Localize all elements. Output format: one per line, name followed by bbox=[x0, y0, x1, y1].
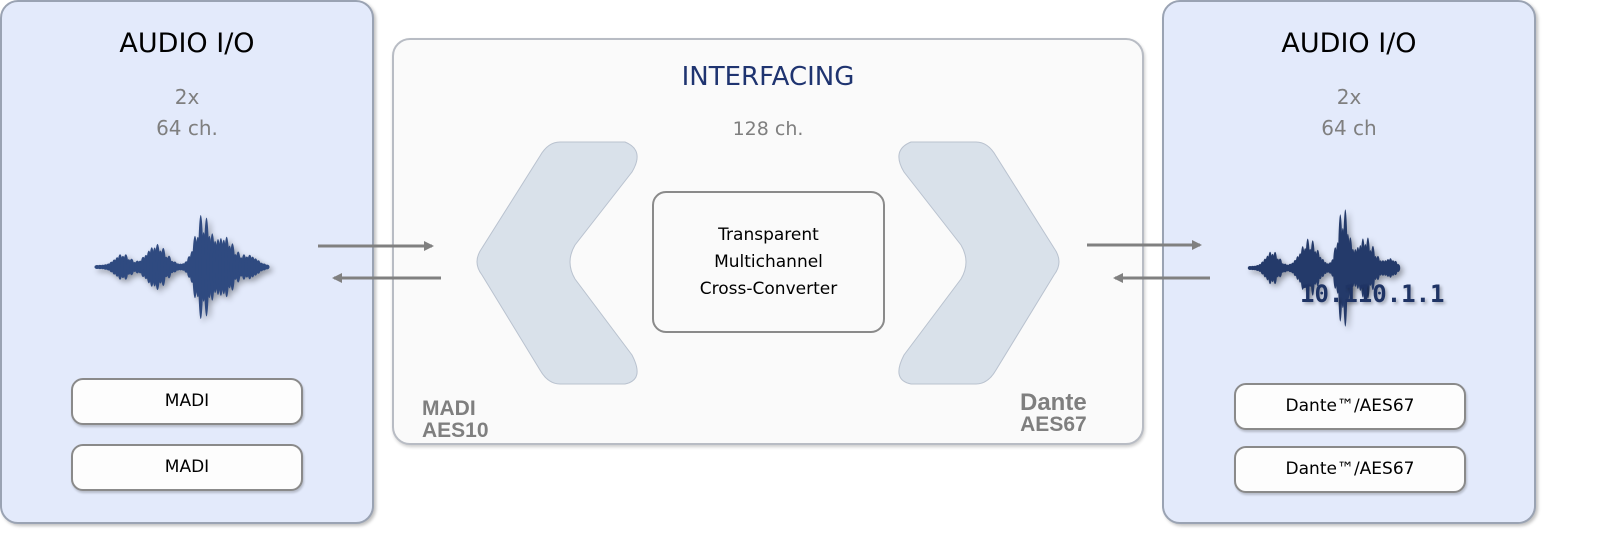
waveform-segment bbox=[1370, 245, 1376, 291]
waveform-segment bbox=[1365, 237, 1371, 299]
waveform-segment bbox=[1348, 237, 1353, 299]
waveform-segment bbox=[1343, 209, 1348, 327]
panel-title: AUDIO I/O bbox=[119, 28, 255, 59]
interfacing-channels: 128 ch. bbox=[732, 118, 804, 140]
waveform-segment bbox=[129, 258, 135, 276]
port-dante-1[interactable]: Dante™/AES67 bbox=[1234, 383, 1466, 430]
waveform-segment bbox=[255, 260, 261, 274]
waveform-segment bbox=[1310, 240, 1315, 296]
audio-io-left-panel: AUDIO I/O 2x 64 ch. MADI MADI bbox=[0, 0, 374, 524]
converter-line: Cross-Converter bbox=[699, 278, 838, 299]
dante-aes67-logo: Dante AES67 bbox=[1020, 389, 1087, 436]
converter-line: Multichannel bbox=[714, 251, 823, 272]
port-madi-1[interactable]: MADI bbox=[71, 378, 303, 425]
waveform-segment bbox=[203, 217, 210, 317]
ip-address-label: 10.110.1.1 bbox=[1300, 280, 1445, 308]
port-madi-2[interactable]: MADI bbox=[71, 444, 303, 491]
panel-count: 2x bbox=[1336, 85, 1362, 109]
waveform-segment bbox=[235, 251, 241, 283]
panel-count: 2x bbox=[174, 85, 200, 109]
waveform-segment bbox=[1277, 258, 1283, 278]
waveform-segment bbox=[229, 243, 235, 291]
panel-channels: 64 ch. bbox=[156, 116, 218, 140]
audio-waveform-icon bbox=[94, 214, 270, 320]
chevron-left-shape bbox=[476, 141, 638, 385]
panel-channels: 64 ch bbox=[1321, 116, 1377, 140]
cross-converter-box: Transparent Multichannel Cross-Converter bbox=[652, 191, 885, 333]
chevron-right-shape bbox=[898, 141, 1060, 385]
waveform-segment bbox=[1393, 260, 1398, 276]
waveform-segment bbox=[1395, 263, 1401, 273]
waveform-segment bbox=[1272, 251, 1278, 285]
interfacing-title: INTERFACING bbox=[681, 62, 855, 92]
waveform-segment bbox=[123, 254, 129, 280]
audio-waveform-icon bbox=[1247, 209, 1401, 327]
waveform-segment bbox=[1315, 249, 1320, 287]
waveform-segment bbox=[160, 247, 166, 287]
waveform-segment bbox=[264, 264, 270, 270]
madi-aes10-logo: MADI AES10 bbox=[422, 397, 489, 442]
waveform-segment bbox=[166, 255, 172, 279]
converter-line: Transparent bbox=[718, 224, 819, 245]
panel-title: AUDIO I/O bbox=[1281, 28, 1417, 59]
port-dante-2[interactable]: Dante™/AES67 bbox=[1234, 446, 1466, 493]
waveform-segment bbox=[1375, 255, 1381, 281]
